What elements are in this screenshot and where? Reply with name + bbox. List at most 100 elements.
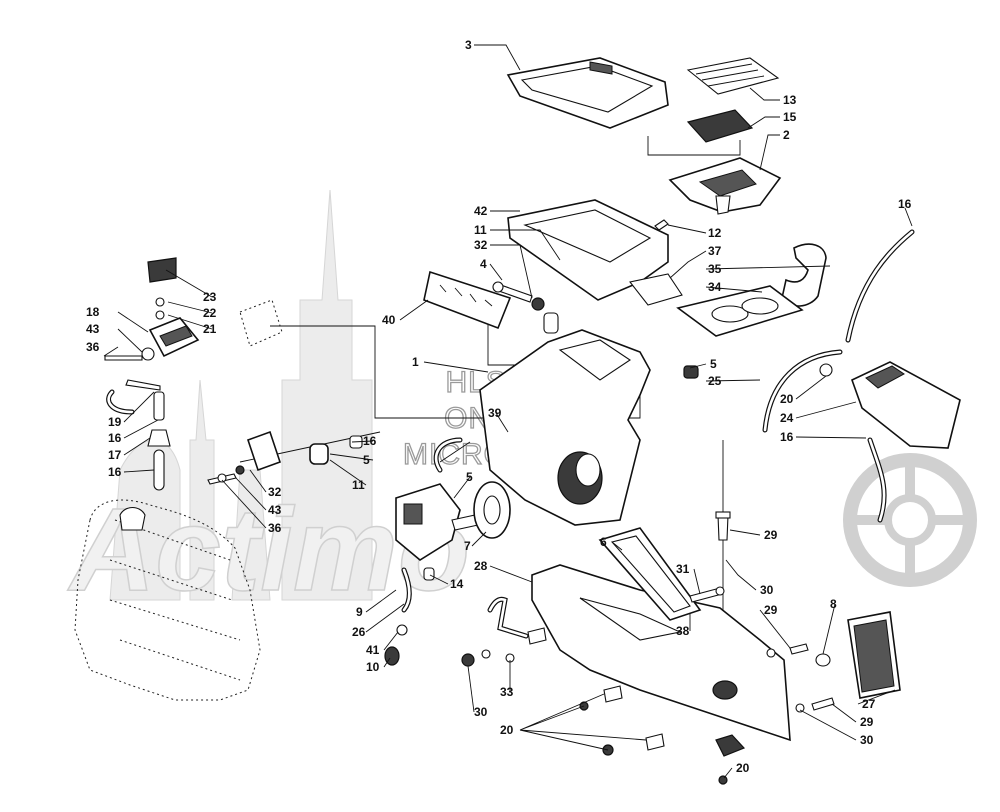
part-filter-27 bbox=[847, 611, 901, 699]
callout-29-middle: 29 bbox=[764, 603, 778, 617]
part-knob-lower bbox=[715, 734, 746, 785]
callout-11-upper: 11 bbox=[474, 223, 487, 237]
callout-9: 9 bbox=[356, 605, 363, 619]
part-air-silencer-cover-3 bbox=[506, 57, 669, 129]
callout-38: 38 bbox=[676, 624, 690, 638]
callout-21: 21 bbox=[203, 322, 217, 336]
callout-17: 17 bbox=[108, 448, 122, 462]
callout-23: 23 bbox=[203, 290, 217, 304]
callout-43-lower: 43 bbox=[268, 503, 282, 517]
part-screw-12 bbox=[654, 219, 669, 231]
part-grommets-20 bbox=[579, 685, 665, 756]
watermark-logo: Actimo bbox=[67, 484, 470, 616]
callout-42: 42 bbox=[474, 204, 488, 218]
part-link-33 bbox=[481, 596, 547, 663]
callout-13: 13 bbox=[783, 93, 797, 107]
callout-24: 24 bbox=[780, 411, 794, 425]
part-lower-air-box-28 bbox=[531, 564, 791, 742]
part-drain-tube bbox=[401, 567, 435, 613]
part-hose-16-right bbox=[845, 229, 915, 343]
part-silencer-top-42 bbox=[507, 199, 669, 301]
watermark-wheel bbox=[843, 453, 977, 587]
part-filter-element-15 bbox=[686, 109, 754, 143]
part-fuel-line-19 bbox=[106, 379, 165, 421]
callout-36-lower: 36 bbox=[268, 521, 282, 535]
callout-16-center: 16 bbox=[363, 434, 377, 448]
part-adapter-flange-7 bbox=[473, 481, 511, 539]
callout-35: 35 bbox=[708, 262, 722, 276]
part-hose-16-lower-right bbox=[867, 437, 887, 523]
callout-5-center: 5 bbox=[363, 453, 370, 467]
callout-labels: 3 13 15 2 42 11 12 32 37 16 4 35 34 23 2… bbox=[86, 38, 912, 775]
part-nut-30-left bbox=[461, 653, 475, 667]
part-decal-13 bbox=[686, 57, 780, 95]
part-bolt-31 bbox=[689, 586, 725, 603]
callout-18: 18 bbox=[86, 305, 100, 319]
callout-20-bottom: 20 bbox=[736, 761, 750, 775]
part-air-box-body-1 bbox=[479, 329, 651, 526]
callout-5-lower: 5 bbox=[466, 470, 473, 484]
callout-43-upper: 43 bbox=[86, 322, 100, 336]
callout-15: 15 bbox=[783, 110, 797, 124]
part-fitting-20 bbox=[819, 363, 833, 377]
part-hardware-29-30-right bbox=[766, 643, 835, 713]
callout-11-lower: 11 bbox=[352, 478, 365, 492]
part-bushing-11 bbox=[543, 312, 559, 334]
callout-6: 6 bbox=[600, 535, 607, 549]
part-gasket-37 bbox=[629, 273, 683, 306]
callout-41: 41 bbox=[366, 643, 380, 657]
callout-4: 4 bbox=[480, 257, 487, 271]
callout-7: 7 bbox=[464, 539, 471, 553]
part-spacer-block bbox=[239, 299, 283, 347]
part-washer-32 bbox=[531, 297, 545, 311]
callout-5-right: 5 bbox=[710, 357, 717, 371]
part-hose-25 bbox=[762, 349, 843, 433]
callout-16-top-right: 16 bbox=[898, 197, 912, 211]
part-plate-34 bbox=[676, 285, 804, 337]
part-foam-40 bbox=[423, 270, 512, 330]
callout-34: 34 bbox=[708, 280, 722, 294]
callout-39: 39 bbox=[488, 406, 502, 420]
part-bolt-4 bbox=[492, 281, 533, 303]
callout-3: 3 bbox=[465, 38, 472, 52]
callout-19: 19 bbox=[108, 415, 122, 429]
callout-40: 40 bbox=[382, 313, 396, 327]
callout-10: 10 bbox=[366, 660, 380, 674]
part-bolt-29-upper bbox=[715, 511, 731, 541]
callout-26: 26 bbox=[352, 625, 366, 639]
callout-16-right: 16 bbox=[780, 430, 794, 444]
callout-30-upper: 30 bbox=[760, 583, 774, 597]
callout-30-left: 30 bbox=[474, 705, 488, 719]
callout-20-lower-left: 20 bbox=[500, 723, 514, 737]
callout-20-upper: 20 bbox=[780, 392, 794, 406]
part-decal-23 bbox=[147, 257, 177, 283]
callout-28: 28 bbox=[474, 559, 488, 573]
part-clamp-41 bbox=[396, 624, 408, 636]
part-elbow-35 bbox=[781, 243, 827, 307]
callout-16-left-lower: 16 bbox=[108, 465, 122, 479]
callout-1: 1 bbox=[412, 355, 419, 369]
engine-outline bbox=[74, 499, 261, 701]
part-hose-16-center bbox=[433, 437, 463, 473]
part-carburetor bbox=[395, 483, 479, 561]
callout-16-left-upper: 16 bbox=[108, 431, 122, 445]
part-throttle-bracket bbox=[207, 430, 282, 485]
callout-2: 2 bbox=[783, 128, 790, 142]
callout-12: 12 bbox=[708, 226, 722, 240]
callout-25: 25 bbox=[708, 374, 722, 388]
part-seal-38 bbox=[598, 527, 702, 621]
callout-8: 8 bbox=[830, 597, 837, 611]
callout-29-lower: 29 bbox=[860, 715, 874, 729]
callout-14: 14 bbox=[450, 577, 464, 591]
callout-32-upper: 32 bbox=[474, 238, 488, 252]
part-spacer-11-lower bbox=[309, 435, 363, 465]
callout-30-lower: 30 bbox=[860, 733, 874, 747]
part-fuel-pump-bracket bbox=[104, 297, 200, 361]
callout-36-upper: 36 bbox=[86, 340, 100, 354]
leader-lines bbox=[103, 44, 913, 779]
callout-33: 33 bbox=[500, 685, 514, 699]
callout-31: 31 bbox=[676, 562, 690, 576]
part-intake-duct-2 bbox=[668, 157, 782, 215]
part-oil-injection-pump-24 bbox=[851, 361, 961, 449]
